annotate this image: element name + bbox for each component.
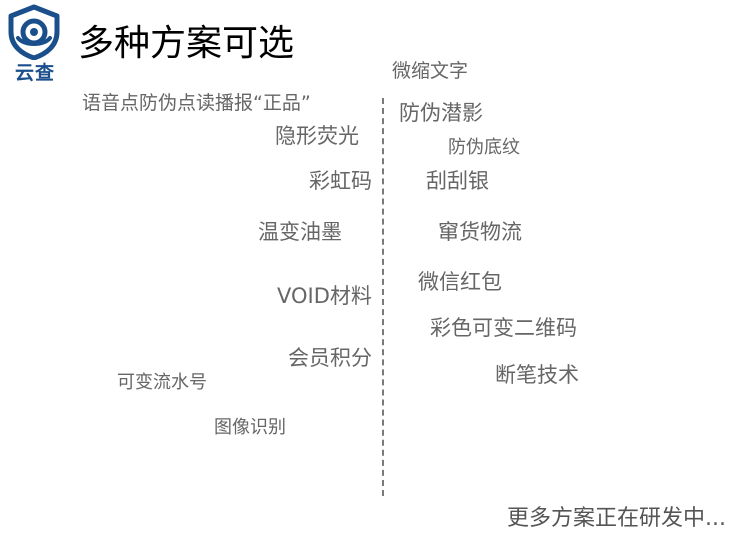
footer-more-in-development: 更多方案正在研发中... <box>507 506 726 531</box>
right-item-broken-stroke: 断笔技术 <box>495 363 579 387</box>
page-title: 多种方案可选 <box>78 23 295 64</box>
right-item-latent-image: 防伪潜影 <box>399 101 483 125</box>
right-item-logistics-tracking: 窜货物流 <box>438 220 522 244</box>
shield-eye-icon <box>8 4 60 60</box>
left-item-rainbow-code: 彩虹码 <box>309 169 372 193</box>
left-item-member-points: 会员积分 <box>288 346 372 370</box>
right-item-micro-text: 微缩文字 <box>392 60 469 82</box>
left-item-void-material: VOID材料 <box>277 284 372 308</box>
left-item-variable-serial: 可变流水号 <box>117 372 207 393</box>
left-item-image-recognition: 图像识别 <box>214 417 286 438</box>
right-item-color-variable-qr: 彩色可变二维码 <box>430 316 577 340</box>
dashed-divider <box>382 98 384 496</box>
left-item-thermochromic-ink: 温变油墨 <box>258 220 342 244</box>
right-item-scratch-silver: 刮刮银 <box>426 169 489 193</box>
right-item-security-pattern: 防伪底纹 <box>448 137 520 158</box>
left-item-invisible-fluorescent: 隐形荧光 <box>275 124 359 148</box>
left-item-voice-readout: 语音点防伪点读播报“正品” <box>82 92 311 114</box>
logo-text: 云查 <box>14 62 55 84</box>
right-item-wechat-red-packet: 微信红包 <box>418 270 502 294</box>
brand-logo: 云查 <box>6 4 62 84</box>
